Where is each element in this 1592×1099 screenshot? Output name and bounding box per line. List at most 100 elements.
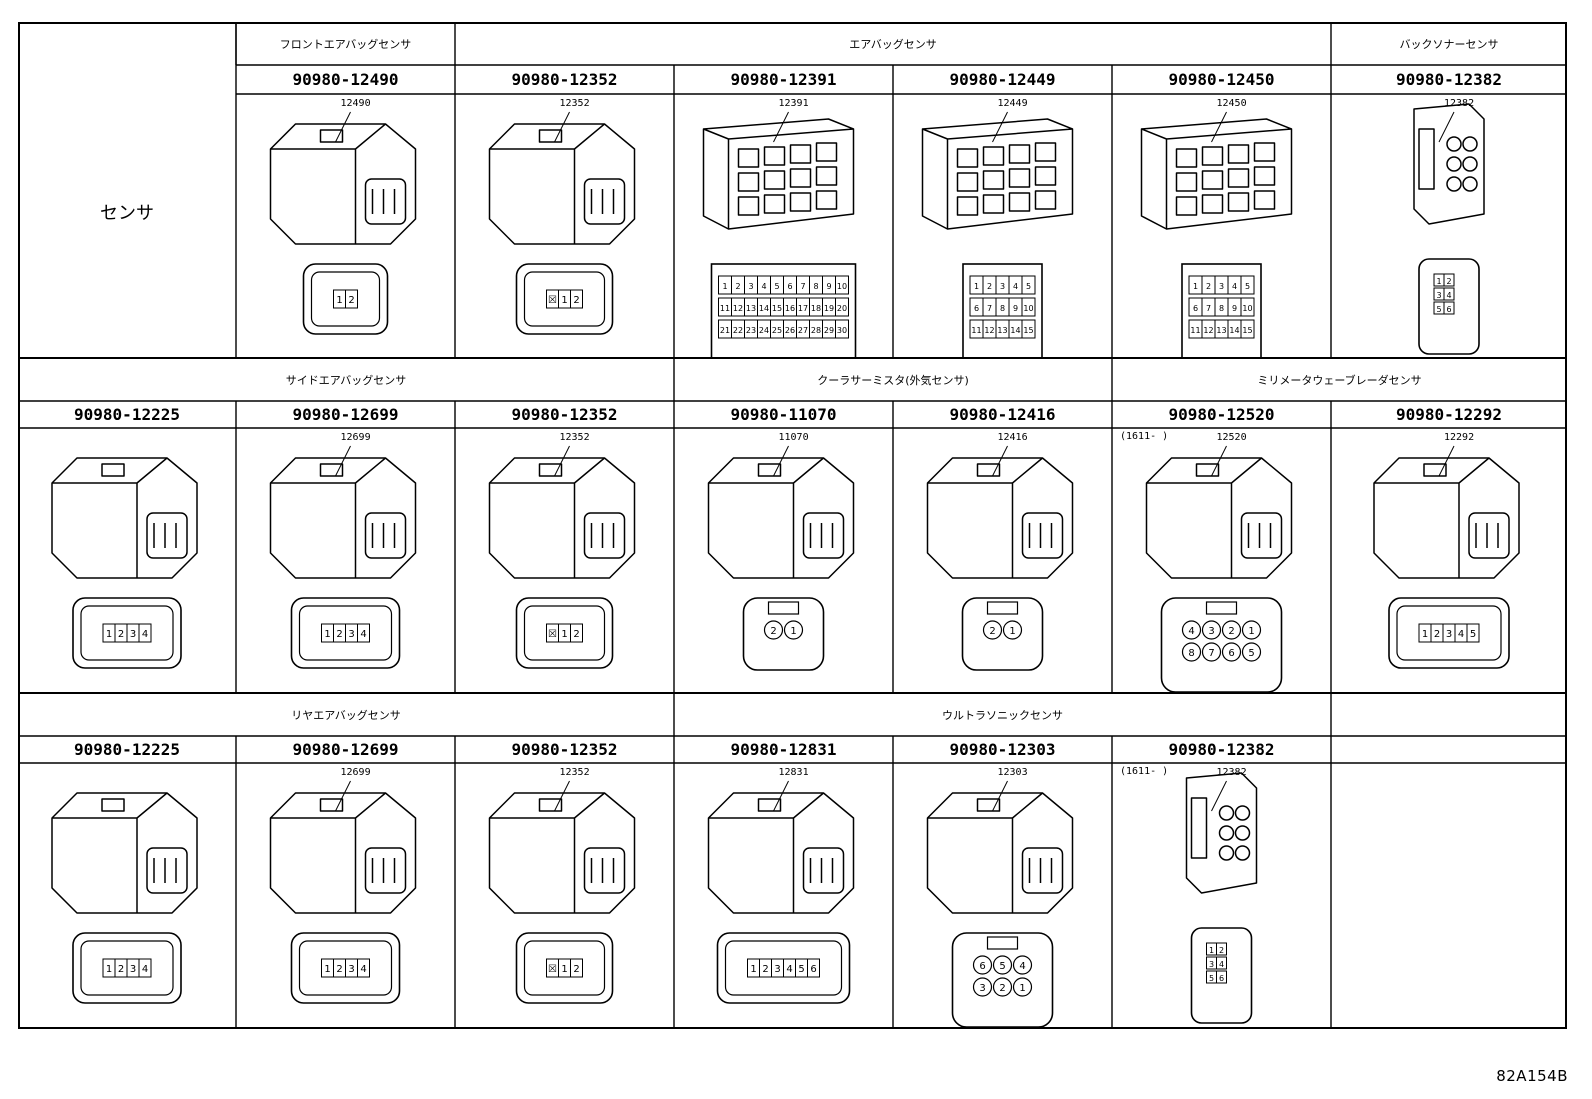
callout-leader <box>992 780 1008 812</box>
pin-number: 5 <box>1209 974 1214 983</box>
pin-number: 15 <box>1023 326 1033 335</box>
pin-number: 1 <box>324 964 330 975</box>
pin-number: 4 <box>1219 960 1224 969</box>
connector-body-drawing <box>1373 457 1520 579</box>
pin-number: 2 <box>573 629 579 640</box>
connector-face <box>951 932 1054 1028</box>
callout-leader <box>1211 111 1227 143</box>
serial-note: (1611- ) <box>1120 766 1169 777</box>
category-header <box>1331 693 1567 736</box>
pin-number: 1 <box>1019 983 1025 994</box>
pin-number: 6 <box>1193 304 1198 313</box>
pin-number: 3 <box>348 964 354 975</box>
connector-face <box>72 597 182 669</box>
connector-face <box>302 263 389 335</box>
pin-number: 3 <box>1209 960 1214 969</box>
part-callout-label: 12831 <box>778 767 809 778</box>
pin-number: 2 <box>1219 946 1224 955</box>
part-number: 90980-12382 <box>1168 740 1275 759</box>
connector-face <box>710 263 857 358</box>
pin-number: 26 <box>785 326 795 335</box>
callout-leader <box>1438 111 1455 143</box>
pin-number: 8 <box>813 282 818 291</box>
pin-number: 3 <box>130 629 136 640</box>
pin-number: 6 <box>1219 974 1224 983</box>
pin-number: 28 <box>811 326 821 335</box>
pin-number: 5 <box>1248 648 1254 659</box>
pin-number: 7 <box>800 282 805 291</box>
pin-number: ☒ <box>548 964 557 975</box>
pin-number: 2 <box>336 964 342 975</box>
part-number: 90980-12382 <box>1396 70 1502 89</box>
pin-number: 12 <box>733 304 743 313</box>
part-number: 90980-12391 <box>730 70 837 89</box>
connector-body-drawing <box>707 792 855 914</box>
pin-number: 21 <box>720 326 730 335</box>
category-header: リヤエアバッグセンサ <box>291 708 401 722</box>
category-header: バックソナーセンサ <box>1399 37 1499 51</box>
callout-leader <box>335 111 351 143</box>
connector-body-drawing <box>269 792 417 914</box>
pin-number: 2 <box>573 964 579 975</box>
pin-number: 1 <box>1209 946 1214 955</box>
pin-number: 11 <box>971 326 981 335</box>
pin-number: ☒ <box>548 295 557 306</box>
connector-face <box>962 263 1043 358</box>
connector-body-drawing <box>269 457 417 579</box>
pin-number: 3 <box>1000 282 1005 291</box>
pin-number: 2 <box>1434 629 1440 640</box>
figure-code: 82A154B <box>1496 1067 1568 1085</box>
pin-number: 5 <box>1436 305 1441 314</box>
pin-number: 24 <box>759 326 769 335</box>
pin-number: 2 <box>1206 282 1211 291</box>
pin-number: 4 <box>1446 291 1451 300</box>
connector-face <box>742 597 825 671</box>
pin-number: 4 <box>1188 626 1194 637</box>
pin-number: 3 <box>1446 629 1452 640</box>
connector-face <box>1418 258 1480 355</box>
part-callout-label: 12352 <box>559 767 590 778</box>
pin-number: 20 <box>837 304 847 313</box>
callout-leader <box>335 780 351 812</box>
pin-number: 3 <box>1208 626 1214 637</box>
connector-body-drawing <box>51 457 198 579</box>
connector-face <box>290 932 401 1004</box>
pin-number: 19 <box>824 304 834 313</box>
pin-number: 25 <box>772 326 782 335</box>
pin-number: 4 <box>1458 629 1464 640</box>
pin-number: 9 <box>1232 304 1237 313</box>
pin-number: 5 <box>999 961 1005 972</box>
part-callout-label: 12382 <box>1216 767 1247 778</box>
pin-number: 1 <box>1193 282 1198 291</box>
part-number: 90980-12292 <box>1396 405 1502 424</box>
pin-number: 15 <box>772 304 782 313</box>
pin-number: 5 <box>1245 282 1250 291</box>
pin-number: 4 <box>142 629 148 640</box>
pin-number: 12 <box>984 326 994 335</box>
pin-number: 7 <box>1206 304 1211 313</box>
pin-number: 14 <box>1229 326 1239 335</box>
connector-body-drawing <box>1140 118 1293 230</box>
pin-number: 5 <box>1470 629 1476 640</box>
callout-leader <box>1211 780 1227 812</box>
connector-body-drawing <box>921 118 1074 230</box>
callout-leader <box>554 111 570 143</box>
connector-face <box>1190 927 1253 1024</box>
